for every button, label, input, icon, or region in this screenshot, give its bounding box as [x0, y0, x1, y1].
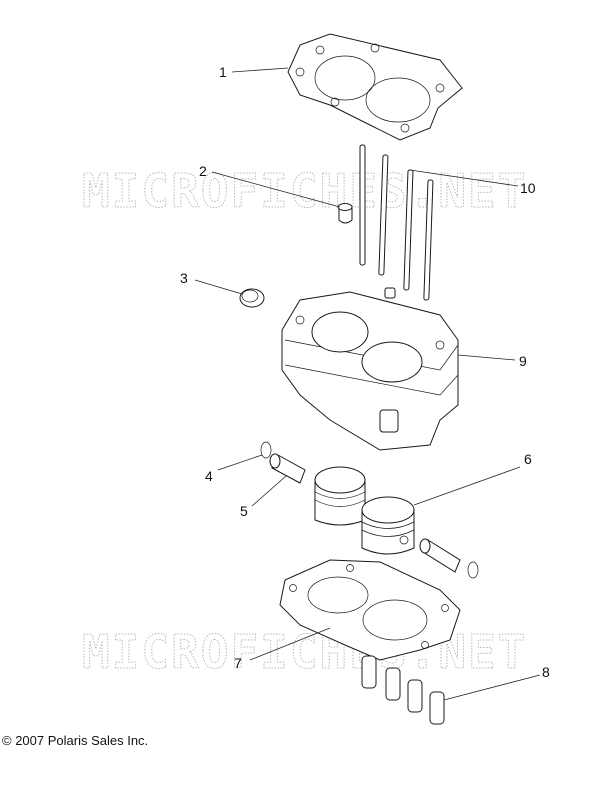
copyright-notice: © 2007 Polaris Sales Inc. — [2, 733, 149, 748]
leader-4 — [217, 454, 263, 471]
circlips — [260, 441, 479, 579]
leader-9 — [457, 354, 516, 361]
cylinder — [281, 287, 459, 451]
callout-4: 4 — [205, 468, 213, 484]
head-gasket — [287, 33, 463, 141]
leader-6 — [413, 466, 521, 506]
callout-6: 6 — [524, 451, 532, 467]
studs — [359, 144, 434, 301]
dowel — [337, 203, 353, 224]
watermark-top: MICROFICHES.NET — [82, 164, 527, 218]
callout-7: 7 — [234, 655, 242, 671]
leader-1 — [231, 67, 289, 73]
callout-8: 8 — [542, 664, 550, 680]
piston-pins — [269, 453, 461, 573]
base-gasket — [279, 559, 461, 661]
callout-3: 3 — [180, 270, 188, 286]
callout-1: 1 — [219, 64, 227, 80]
leader-8 — [443, 674, 541, 701]
leader-7 — [249, 627, 331, 661]
plug — [239, 288, 265, 308]
callout-5: 5 — [240, 503, 248, 519]
leader-3 — [194, 279, 243, 295]
watermark-bottom: MICROFICHES.NET — [82, 625, 527, 679]
leader-2 — [211, 171, 341, 208]
ring-dowels — [361, 655, 445, 725]
callout-10: 10 — [520, 180, 536, 196]
callout-2: 2 — [199, 163, 207, 179]
leader-10 — [409, 169, 519, 187]
leader-5 — [251, 475, 287, 507]
callout-9: 9 — [519, 353, 527, 369]
pistons — [314, 466, 415, 555]
